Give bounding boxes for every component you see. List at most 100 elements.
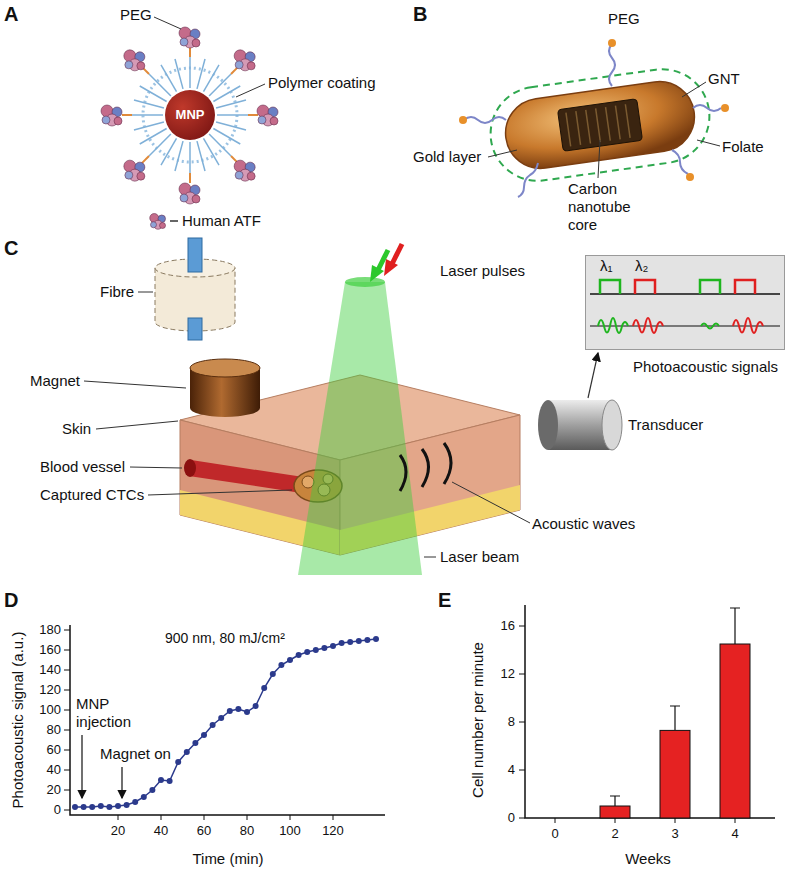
data-point (192, 740, 198, 746)
leader-line (488, 150, 517, 157)
axis-ticks (519, 626, 735, 823)
red-pulse-arrowhead (384, 259, 398, 276)
tick-mark (519, 674, 525, 675)
error-bars (610, 608, 740, 806)
tick-label: 3 (671, 826, 678, 842)
tick-label: 160 (39, 642, 61, 658)
acoustic-waves (400, 443, 451, 491)
tick-mark (519, 722, 525, 723)
transducer-face (538, 400, 558, 450)
panel-letter: E (438, 588, 451, 612)
chart-axes (525, 605, 775, 818)
signal-arrow (588, 353, 598, 398)
part-label: Blood vessel (40, 458, 125, 476)
peg-chain (518, 163, 538, 197)
tick-label: 0 (551, 826, 558, 842)
data-point (278, 662, 284, 668)
tick-mark (64, 690, 70, 691)
tick-mark (519, 818, 525, 819)
leader-line (236, 84, 265, 97)
red-pulse-arrow (392, 244, 402, 264)
axis-title: Weeks (625, 850, 671, 868)
atf-protein (258, 116, 266, 124)
tick-mark (735, 818, 736, 823)
bar (600, 806, 630, 818)
tick-mark (290, 815, 291, 820)
panel-letter: B (413, 2, 427, 26)
red-signal (633, 318, 663, 333)
polymer-chain (134, 122, 164, 130)
setup-illustration (84, 238, 785, 575)
data-point (339, 640, 345, 646)
atf-protein (151, 222, 157, 228)
folate-dot (686, 173, 694, 181)
tick-mark (204, 815, 205, 820)
atf-protein (102, 116, 110, 124)
tick-mark (64, 790, 70, 791)
tick-label: 16 (501, 618, 515, 634)
tick-mark (519, 626, 525, 627)
tick-label: 40 (154, 823, 168, 839)
peg-linker (189, 47, 191, 57)
tick-label: 0 (508, 810, 515, 826)
red-pulse (635, 280, 755, 294)
gold-capsule (501, 77, 699, 173)
axis-title: Photoacoustic signal (a.u.) (9, 632, 27, 809)
tick-label: 100 (39, 702, 61, 718)
wave-arc (400, 455, 406, 491)
data-point (89, 804, 95, 810)
tick-label: 140 (39, 662, 61, 678)
polymer-chain (204, 138, 220, 165)
atf-protein (160, 223, 166, 229)
gnt-illustration (459, 39, 729, 197)
polymer-chain (216, 100, 246, 108)
part-label: Skin (62, 420, 91, 438)
data-point (296, 652, 302, 658)
tick-mark (247, 815, 248, 820)
data-point (373, 636, 379, 642)
data-point (167, 778, 173, 784)
green-pulse-arrowhead (370, 265, 384, 282)
polymer-chain (140, 129, 167, 145)
data-point (261, 685, 267, 691)
laser-beam-top (345, 277, 385, 287)
peg-linker (248, 114, 258, 116)
part-label: Acoustic waves (532, 515, 635, 533)
laser-beam (298, 282, 422, 575)
part-label: Laser beam (440, 548, 519, 566)
polymer-chain (213, 86, 240, 102)
tick-mark (615, 818, 616, 823)
tick-label: 80 (47, 722, 61, 738)
data-point (201, 732, 207, 738)
red-signal (733, 318, 763, 333)
part-label: Carbon nanotube core (568, 180, 646, 234)
tick-label: 0 (54, 802, 61, 818)
tick-mark (519, 770, 525, 771)
atf-protein (247, 62, 255, 70)
data-point (106, 804, 112, 810)
legend-dash (170, 220, 178, 222)
leader-line (84, 381, 186, 388)
data-point (218, 715, 224, 721)
leader-line (452, 482, 530, 523)
tick-label: 60 (197, 823, 211, 839)
leader-line (154, 17, 181, 29)
atf-protein (235, 171, 243, 179)
polymer-chain (132, 114, 163, 116)
peg-chains (464, 44, 721, 197)
data-point (253, 703, 259, 709)
wave-arc (444, 443, 451, 484)
data-point (124, 802, 130, 808)
data-point (330, 643, 336, 649)
node-label: MNP (176, 107, 205, 123)
atf-protein (180, 194, 188, 202)
data-point (132, 799, 138, 805)
atf-protein (235, 61, 243, 69)
bar (720, 644, 750, 818)
tick-label: 20 (111, 823, 125, 839)
magnet-top (190, 359, 260, 377)
wave-arc (422, 449, 429, 487)
data-point (158, 777, 164, 783)
tick-label: 40 (47, 762, 61, 778)
tick-mark (64, 730, 70, 731)
